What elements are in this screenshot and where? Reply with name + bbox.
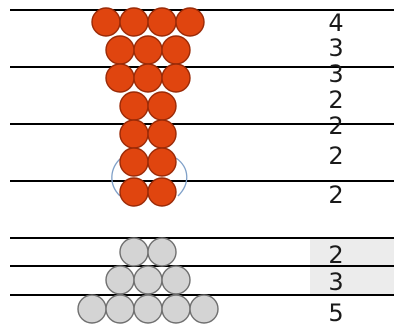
- bead-gray: [162, 295, 190, 323]
- bead-red: [148, 8, 176, 36]
- bead-red: [120, 120, 148, 148]
- bead-gray: [106, 295, 134, 323]
- bead-red: [148, 92, 176, 120]
- bead-red: [176, 8, 204, 36]
- bead-gray: [106, 266, 134, 294]
- row-count: 2: [328, 181, 343, 209]
- bead-red: [162, 36, 190, 64]
- bead-gray: [120, 238, 148, 266]
- bead-red: [134, 36, 162, 64]
- bead-red: [106, 64, 134, 92]
- bead-gray: [134, 295, 162, 323]
- bead-red: [120, 8, 148, 36]
- thread-arc-right: [176, 158, 187, 196]
- bead-red: [92, 8, 120, 36]
- row-count: 3: [328, 268, 343, 296]
- row-counts: 4 3 3 2 2 2 2 2 3 5: [328, 9, 343, 325]
- bead-red: [148, 178, 176, 206]
- row-count: 2: [328, 142, 343, 170]
- row-count: 3: [328, 34, 343, 62]
- bead-red: [148, 148, 176, 176]
- bead-gray: [134, 266, 162, 294]
- bead-red: [134, 64, 162, 92]
- bead-red: [148, 120, 176, 148]
- row-count: 2: [328, 112, 343, 140]
- bead-red: [120, 148, 148, 176]
- bead-red: [106, 36, 134, 64]
- bead-red: [162, 64, 190, 92]
- bead-gray: [190, 295, 218, 323]
- count-box-gray-2: [310, 266, 394, 295]
- row-count: 5: [328, 299, 343, 325]
- count-box-gray-1: [310, 238, 394, 266]
- row-count: 2: [328, 241, 343, 269]
- bead-red: [120, 92, 148, 120]
- row-count: 3: [328, 60, 343, 88]
- bead-gray: [162, 266, 190, 294]
- gray-bead-stack: [78, 238, 218, 323]
- row-count: 4: [328, 9, 343, 37]
- row-count: 2: [328, 86, 343, 114]
- bead-gray: [78, 295, 106, 323]
- bead-gray: [148, 238, 176, 266]
- bead-red: [120, 178, 148, 206]
